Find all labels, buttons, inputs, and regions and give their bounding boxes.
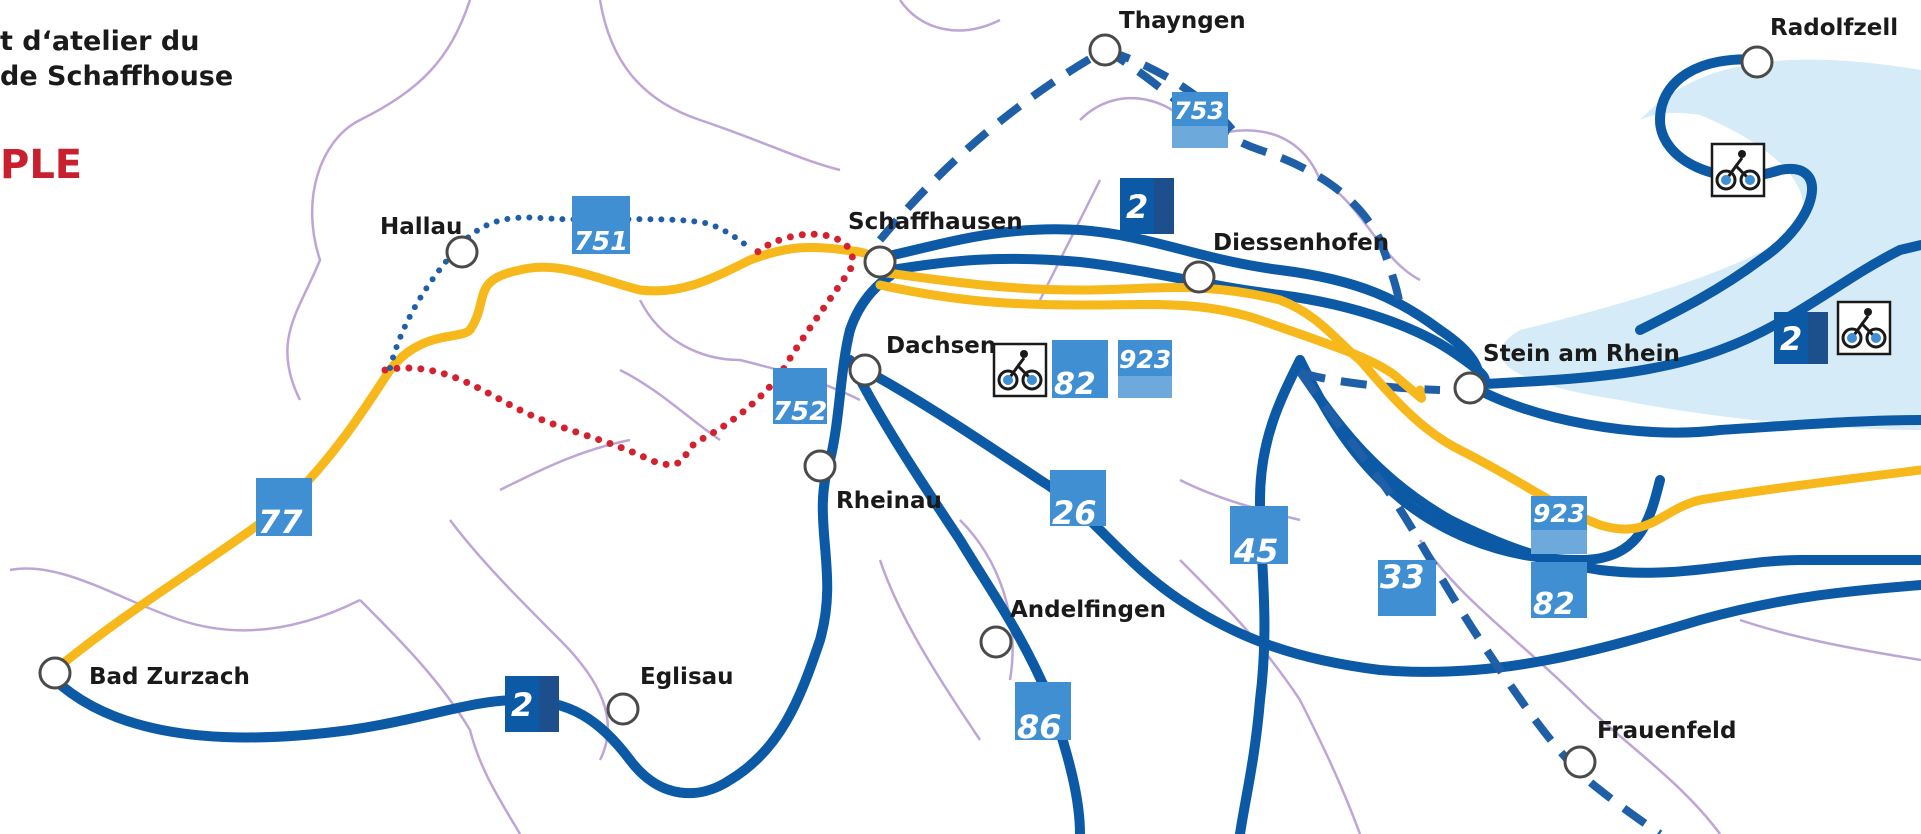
label-diessenhofen: Diessenhofen (1213, 230, 1389, 256)
svg-text:82: 82 (1533, 587, 1575, 622)
label-stein-am-rhein: Stein am Rhein (1483, 341, 1680, 367)
bicycle-icons (992, 142, 1892, 398)
town-markers (38, 33, 1774, 779)
route-77 (50, 243, 885, 675)
svg-text:86: 86 (1017, 708, 1062, 746)
route-923 (875, 280, 1427, 403)
marker-diessenhofen (1182, 260, 1216, 294)
route-radolfzell-loop (1635, 54, 1817, 335)
label-radolfzell: Radolfzell (1770, 15, 1898, 41)
svg-text:752: 752 (773, 397, 827, 427)
sign-33: 33 (1378, 558, 1436, 616)
marker-stein-am-rhein (1453, 371, 1487, 405)
marker-thayngen (1088, 33, 1122, 67)
svg-text:751: 751 (574, 227, 628, 257)
marker-andelfingen (979, 625, 1013, 659)
sign-82: 82 (1052, 340, 1108, 402)
label-rheinau: Rheinau (836, 488, 942, 514)
heading-line-1: t d‘atelier du (0, 26, 200, 57)
label-thayngen: Thayngen (1119, 8, 1246, 34)
route-82 (875, 267, 1921, 534)
sign-752: 752 (773, 368, 827, 427)
route-751 (387, 214, 755, 371)
sign-923-east: 923 (1531, 496, 1587, 554)
route-stein-dashed (1298, 368, 1441, 394)
map-heading: t d‘atelier du de Schaffhouse (0, 24, 233, 94)
svg-text:77: 77 (258, 503, 303, 541)
label-frauenfeld: Frauenfeld (1597, 718, 1736, 744)
sign-82-east: 82 (1531, 562, 1587, 622)
svg-text:923: 923 (1533, 499, 1585, 528)
sign-751: 751 (572, 196, 630, 257)
sign-26: 26 (1050, 470, 1106, 532)
svg-text:2: 2 (1780, 320, 1802, 358)
marker-eglisau (606, 692, 640, 726)
sign-45: 45 (1230, 506, 1288, 570)
svg-text:2: 2 (1126, 188, 1148, 226)
route-33 (1296, 369, 1663, 834)
sample-watermark: PLE (0, 142, 83, 188)
route-752 (381, 230, 856, 469)
marker-dachsen (848, 353, 882, 387)
regional-borders (9, 0, 1921, 834)
sign-86: 86 (1015, 682, 1071, 746)
svg-text:45: 45 (1233, 532, 1279, 570)
route-753-thayngen (1103, 46, 1244, 143)
svg-text:26: 26 (1052, 494, 1097, 532)
label-bad-zurzach: Bad Zurzach (89, 664, 250, 690)
svg-text:33: 33 (1380, 558, 1425, 596)
bicycle-icon (1836, 300, 1892, 356)
sign-77: 77 (256, 478, 312, 541)
route-signs: 753 751 752 2 2 2 82 (256, 92, 1828, 746)
sign-753: 753 (1172, 92, 1228, 148)
label-eglisau: Eglisau (640, 664, 734, 690)
marker-bad-zurzach (38, 656, 72, 690)
label-schaffhausen: Schaffhausen (848, 209, 1023, 235)
route-45 (1235, 355, 1305, 834)
label-andelfingen: Andelfingen (1010, 597, 1166, 623)
svg-text:923: 923 (1119, 345, 1171, 374)
heading-line-2: de Schaffhouse (0, 61, 234, 92)
sign-2-eglisau: 2 (505, 676, 559, 732)
sign-2-stein: 2 (1774, 312, 1828, 364)
svg-text:82: 82 (1054, 367, 1096, 402)
marker-rheinau (803, 449, 837, 483)
sign-923: 923 (1118, 340, 1172, 398)
route-86 (845, 355, 1085, 834)
svg-text:753: 753 (1174, 97, 1224, 125)
route-stein-radolfzell (1465, 240, 1921, 390)
bicycle-icon (992, 342, 1048, 398)
place-labels: Thayngen Radolfzell Hallau Schaffhausen … (89, 8, 1898, 744)
route-26 (860, 365, 1921, 677)
label-hallau: Hallau (380, 214, 462, 240)
route-2-rhine (40, 265, 905, 799)
label-dachsen: Dachsen (886, 333, 996, 359)
marker-radolfzell (1740, 45, 1774, 79)
marker-frauenfeld (1563, 745, 1597, 779)
sign-2-schaffhausen: 2 (1120, 178, 1174, 234)
route-rhine-north (875, 224, 1483, 390)
route-stein-east (1465, 380, 1921, 438)
marker-schaffhausen (863, 245, 897, 279)
bicycle-icon (1710, 142, 1766, 198)
svg-text:2: 2 (511, 686, 533, 724)
marker-hallau (445, 235, 479, 269)
